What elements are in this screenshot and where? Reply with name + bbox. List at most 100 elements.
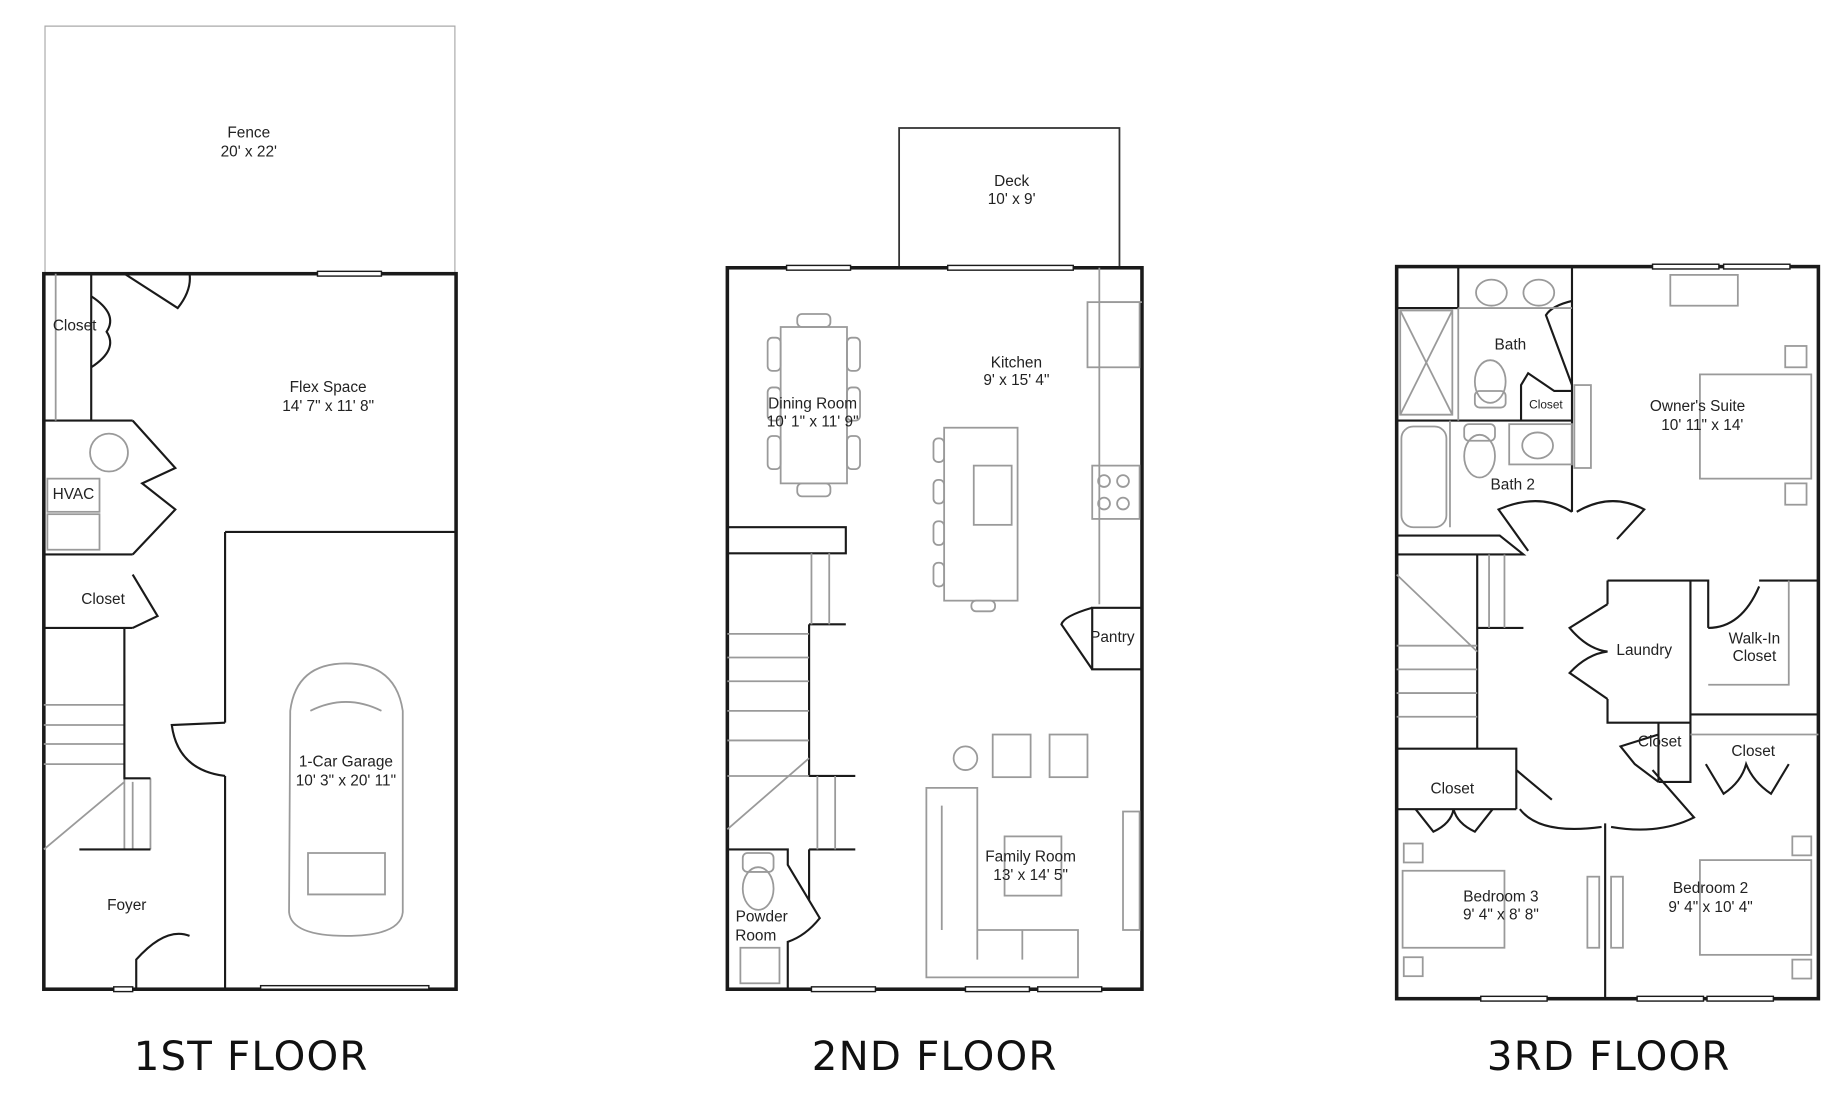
window bbox=[1706, 995, 1775, 1002]
hall-doors bbox=[1496, 500, 1646, 552]
room-size: 9' 4" x 10' 4" bbox=[1668, 899, 1752, 916]
garage-door-opening bbox=[259, 984, 430, 990]
room-label: Owner's Suite bbox=[1650, 398, 1745, 415]
window bbox=[113, 986, 134, 993]
kitchen-island bbox=[943, 426, 1019, 602]
cooktop bbox=[1091, 464, 1141, 520]
window bbox=[1636, 995, 1705, 1002]
sink bbox=[1521, 431, 1554, 460]
side-table bbox=[952, 745, 979, 771]
coffee-table bbox=[1003, 835, 1063, 897]
closet-wall bbox=[43, 273, 133, 422]
closet-doors bbox=[1414, 808, 1494, 833]
bed bbox=[1699, 373, 1813, 480]
armchair bbox=[991, 733, 1032, 779]
pantry-door bbox=[1060, 606, 1094, 670]
room-label: Closet bbox=[53, 318, 97, 335]
closet-door bbox=[131, 574, 160, 629]
room-label: Bedroom 2 bbox=[1673, 880, 1748, 897]
stairs bbox=[1396, 554, 1506, 718]
hvac-door bbox=[131, 419, 178, 556]
room-label: Flex Space bbox=[290, 379, 367, 396]
closet-door bbox=[1618, 733, 1660, 783]
closet-shelf bbox=[1690, 580, 1819, 736]
hvac-unit bbox=[46, 513, 101, 551]
first-floor-plan: Fence 20' x 22' Closet Flex Space 14' 7"… bbox=[42, 25, 458, 1080]
first-floor-outer-wall bbox=[42, 271, 458, 991]
room-label: Bath 2 bbox=[1491, 476, 1536, 493]
closet-wall bbox=[43, 553, 133, 629]
armchair bbox=[1048, 733, 1089, 779]
toilet bbox=[741, 852, 775, 911]
toilet bbox=[1463, 423, 1496, 479]
window bbox=[1722, 263, 1791, 270]
room-label: Bath bbox=[1495, 337, 1527, 354]
room-label: Fence bbox=[227, 124, 270, 141]
nightstand bbox=[1784, 345, 1808, 369]
toilet bbox=[1473, 359, 1507, 409]
dining-chairs bbox=[766, 313, 861, 498]
room-label: HVAC bbox=[53, 486, 95, 503]
walk-in-closet-door bbox=[1708, 586, 1761, 629]
nightstand bbox=[1402, 842, 1424, 864]
bedroom-2-door bbox=[1610, 769, 1696, 831]
room-label: Bedroom 3 bbox=[1463, 889, 1538, 906]
powder-room-wall bbox=[727, 848, 822, 990]
sink bbox=[1522, 278, 1556, 307]
counter bbox=[1098, 267, 1142, 605]
pantry-wall bbox=[1091, 606, 1142, 671]
room-label: Dining Room bbox=[768, 396, 857, 413]
floor-title: 1ST FLOOR bbox=[134, 1034, 369, 1080]
garage-wall bbox=[224, 530, 457, 990]
garage-door bbox=[170, 721, 226, 778]
nightstand bbox=[1784, 482, 1808, 506]
closet-doors bbox=[1704, 760, 1790, 796]
window bbox=[316, 270, 383, 277]
third-floor-outer-wall bbox=[1394, 264, 1821, 1001]
water-heater bbox=[89, 432, 129, 473]
bedroom-3-door bbox=[1519, 808, 1602, 830]
room-label: 1-Car Garage bbox=[299, 754, 393, 771]
room-label: Closet bbox=[1529, 398, 1563, 412]
room-size: 14' 7" x 11' 8" bbox=[282, 398, 374, 415]
room-label: Closet bbox=[1638, 733, 1682, 750]
room-size: 10' 11" x 14' bbox=[1661, 417, 1743, 434]
rear-door bbox=[123, 272, 191, 310]
room-label: Closet bbox=[1431, 781, 1475, 798]
second-floor-plan: Deck 10' x 9' Kitchen 9' x 15' 4" Dining… bbox=[725, 127, 1144, 1080]
room-label: Kitchen bbox=[991, 354, 1042, 371]
second-floor-outer-wall bbox=[725, 266, 1144, 991]
sink bbox=[739, 946, 781, 985]
nightstand bbox=[1791, 835, 1813, 857]
room-label: Closet bbox=[1733, 648, 1777, 665]
stair-wall bbox=[727, 526, 856, 901]
sectional-sofa bbox=[925, 786, 1079, 979]
fence-outline bbox=[44, 25, 456, 274]
window bbox=[785, 264, 852, 271]
room-label: Closet bbox=[1731, 743, 1775, 760]
tv-console bbox=[1122, 810, 1141, 931]
stairs bbox=[43, 675, 152, 851]
car-icon bbox=[288, 662, 404, 937]
nightstand bbox=[1402, 956, 1424, 978]
desk bbox=[1669, 274, 1739, 307]
hvac-unit bbox=[46, 477, 101, 513]
laundry-walls bbox=[1606, 579, 1819, 783]
closet-door bbox=[90, 295, 112, 369]
room-size: 9' x 15' 4" bbox=[983, 372, 1049, 389]
room-size: 20' x 22' bbox=[221, 143, 277, 160]
room-size: 10' 3" x 20' 11" bbox=[296, 772, 396, 789]
stairs bbox=[726, 553, 837, 850]
window bbox=[1480, 995, 1548, 1002]
tv-console bbox=[1573, 384, 1592, 469]
room-label: Powder bbox=[736, 909, 788, 926]
room-label: Deck bbox=[994, 173, 1029, 190]
laundry-doors bbox=[1567, 603, 1609, 700]
bathtub bbox=[1400, 425, 1448, 529]
floor-title: 2ND FLOOR bbox=[812, 1034, 1058, 1080]
window bbox=[964, 986, 1031, 993]
room-size: 9' 4" x 8' 8" bbox=[1463, 906, 1539, 923]
room-label: Walk-In bbox=[1729, 630, 1781, 647]
dresser bbox=[1586, 875, 1601, 949]
window bbox=[810, 986, 877, 993]
